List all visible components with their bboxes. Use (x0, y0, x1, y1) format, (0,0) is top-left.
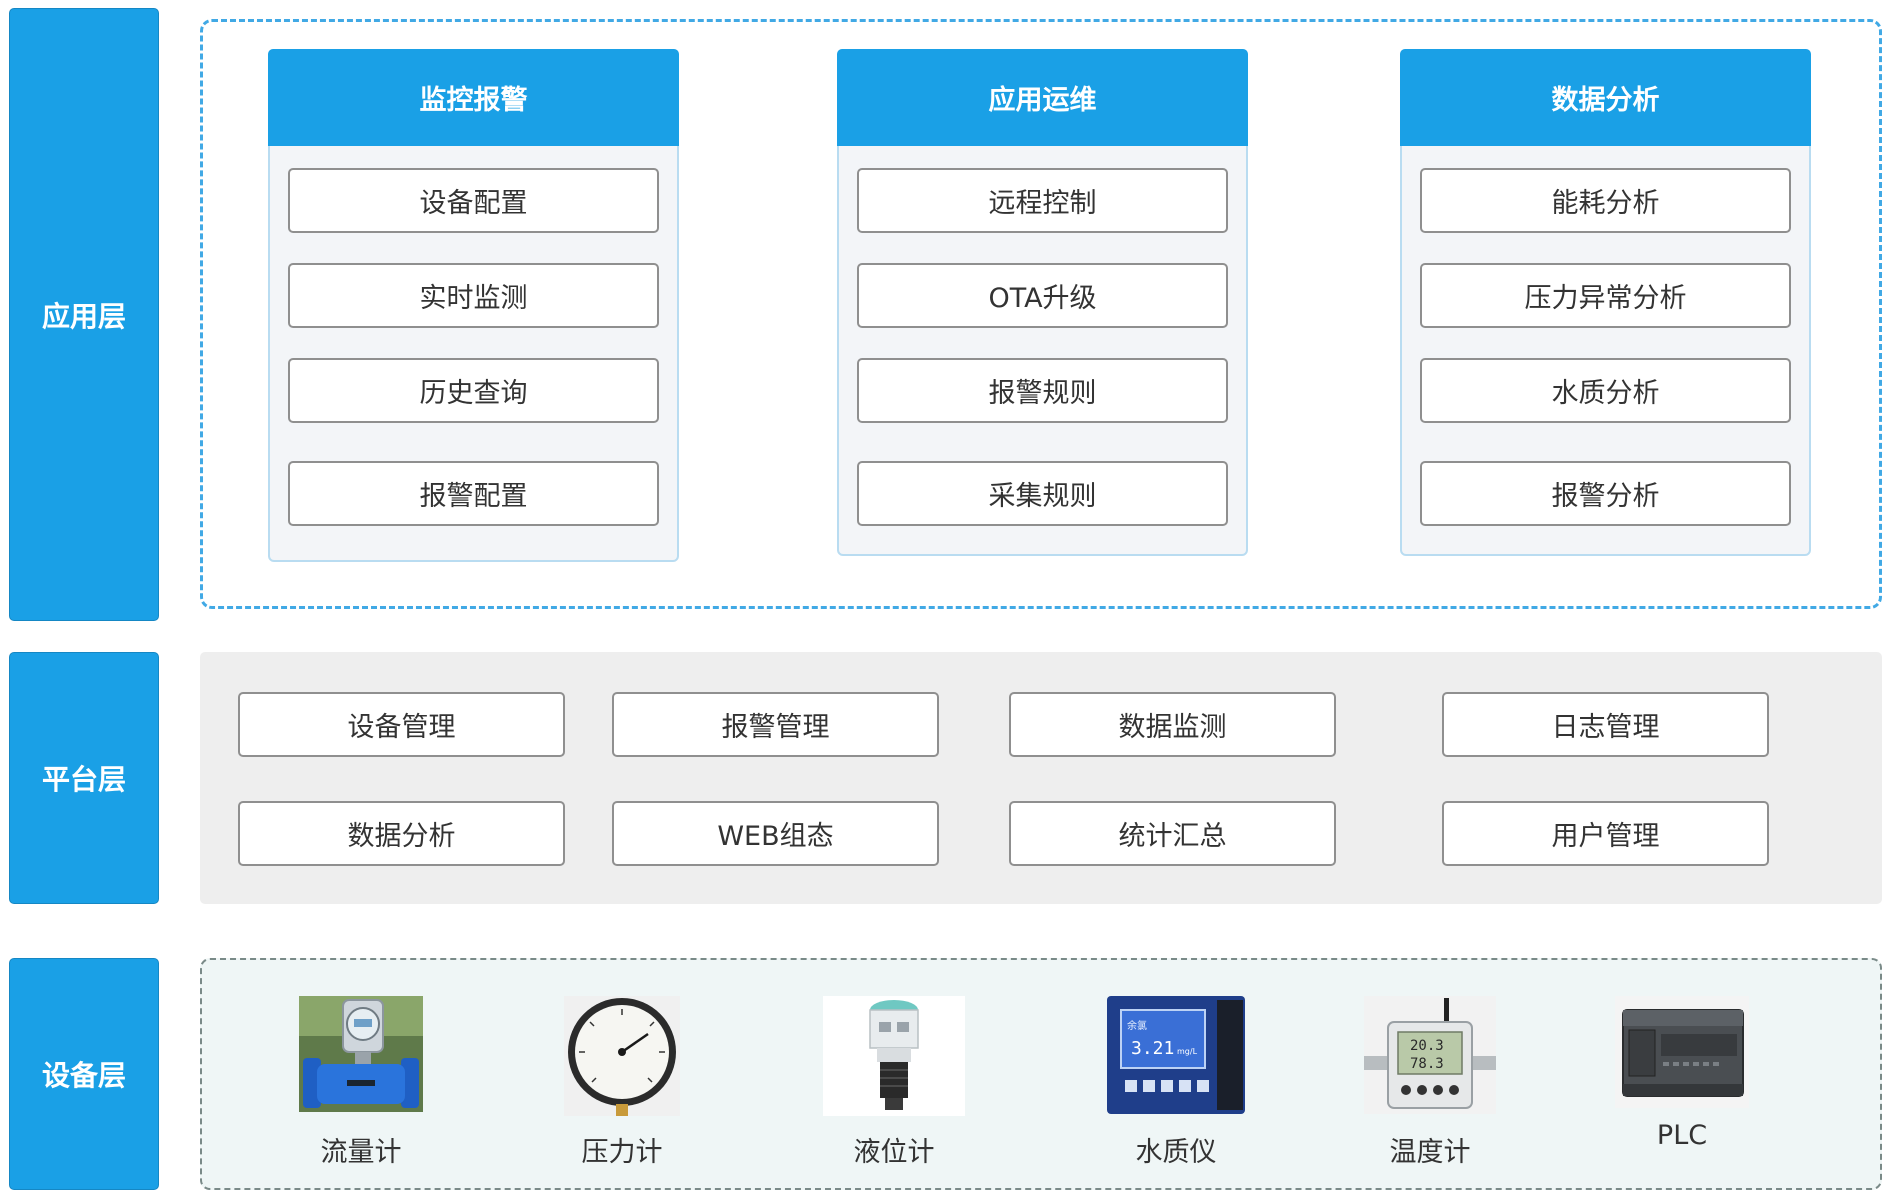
thermo-display-top: 20.3 (1410, 1038, 1444, 1054)
thermo-display-bottom: 78.3 (1410, 1056, 1444, 1072)
thermometer-icon: 20.3 78.3 (1364, 996, 1496, 1114)
plc-icon (1615, 996, 1749, 1108)
device-label: 温度计 (1389, 1137, 1471, 1168)
platform-item[interactable]: 数据监测 (1009, 692, 1336, 757)
app-item[interactable]: 远程控制 (857, 168, 1228, 233)
app-column-analytics: 数据分析 能耗分析 压力异常分析 水质分析 报警分析 (1400, 49, 1811, 556)
device-level-meter: 液位计 (814, 960, 974, 1192)
app-item[interactable]: OTA升级 (857, 263, 1228, 328)
platform-item[interactable]: 数据分析 (238, 801, 565, 866)
app-column-monitoring: 监控报警 设备配置 实时监测 历史查询 报警配置 (268, 49, 679, 562)
app-item[interactable]: 水质分析 (1420, 358, 1791, 423)
device-label: 流量计 (320, 1137, 402, 1168)
platform-item[interactable]: 统计汇总 (1009, 801, 1336, 866)
device-label: 液位计 (853, 1137, 935, 1168)
platform-layer-tag: 平台层 (9, 652, 159, 904)
platform-layer-panel (200, 652, 1882, 904)
device-water-quality-meter: 余氯 3.21 mg/L 水质仪 (1096, 960, 1256, 1192)
app-item[interactable]: 报警分析 (1420, 461, 1791, 526)
platform-item[interactable]: 设备管理 (238, 692, 565, 757)
app-column-operations: 应用运维 远程控制 OTA升级 报警规则 采集规则 (837, 49, 1248, 556)
meter-display-unit: mg/L (1177, 1047, 1198, 1056)
device-label: 水质仪 (1135, 1137, 1217, 1168)
device-label: PLC (1656, 1120, 1708, 1151)
flowmeter-icon (299, 996, 423, 1112)
pressure-gauge-icon (564, 996, 680, 1116)
device-layer-tag: 设备层 (9, 958, 159, 1190)
platform-item[interactable]: 日志管理 (1442, 692, 1769, 757)
application-layer-label: 应用层 (41, 299, 126, 333)
app-item[interactable]: 实时监测 (288, 263, 659, 328)
meter-display-tag: 余氯 (1127, 1019, 1147, 1032)
platform-item[interactable]: 用户管理 (1442, 801, 1769, 866)
meter-display-value: 3.21 (1131, 1038, 1174, 1059)
device-label: 压力计 (581, 1137, 663, 1168)
app-column-title: 应用运维 (837, 49, 1248, 146)
app-item[interactable]: 设备配置 (288, 168, 659, 233)
level-meter-icon (823, 996, 965, 1116)
device-thermometer: 20.3 78.3 温度计 (1350, 960, 1510, 1192)
water-quality-meter-icon: 余氯 3.21 mg/L (1107, 996, 1245, 1114)
platform-item[interactable]: 报警管理 (612, 692, 939, 757)
device-layer-label: 设备层 (41, 1059, 126, 1092)
device-flowmeter: 流量计 (281, 960, 441, 1192)
device-plc: PLC (1602, 960, 1762, 1192)
application-layer-frame (200, 19, 1882, 609)
platform-layer-label: 平台层 (41, 763, 126, 796)
app-item[interactable]: 采集规则 (857, 461, 1228, 526)
app-item[interactable]: 报警规则 (857, 358, 1228, 423)
app-item[interactable]: 能耗分析 (1420, 168, 1791, 233)
app-column-title: 监控报警 (268, 49, 679, 146)
app-item[interactable]: 压力异常分析 (1420, 263, 1791, 328)
device-layer-frame: 流量计 压力计 (200, 958, 1882, 1190)
app-column-title: 数据分析 (1400, 49, 1811, 146)
platform-item[interactable]: WEB组态 (612, 801, 939, 866)
device-pressure-gauge: 压力计 (542, 960, 702, 1192)
application-layer-tag: 应用层 (9, 8, 159, 621)
app-item[interactable]: 历史查询 (288, 358, 659, 423)
app-item[interactable]: 报警配置 (288, 461, 659, 526)
